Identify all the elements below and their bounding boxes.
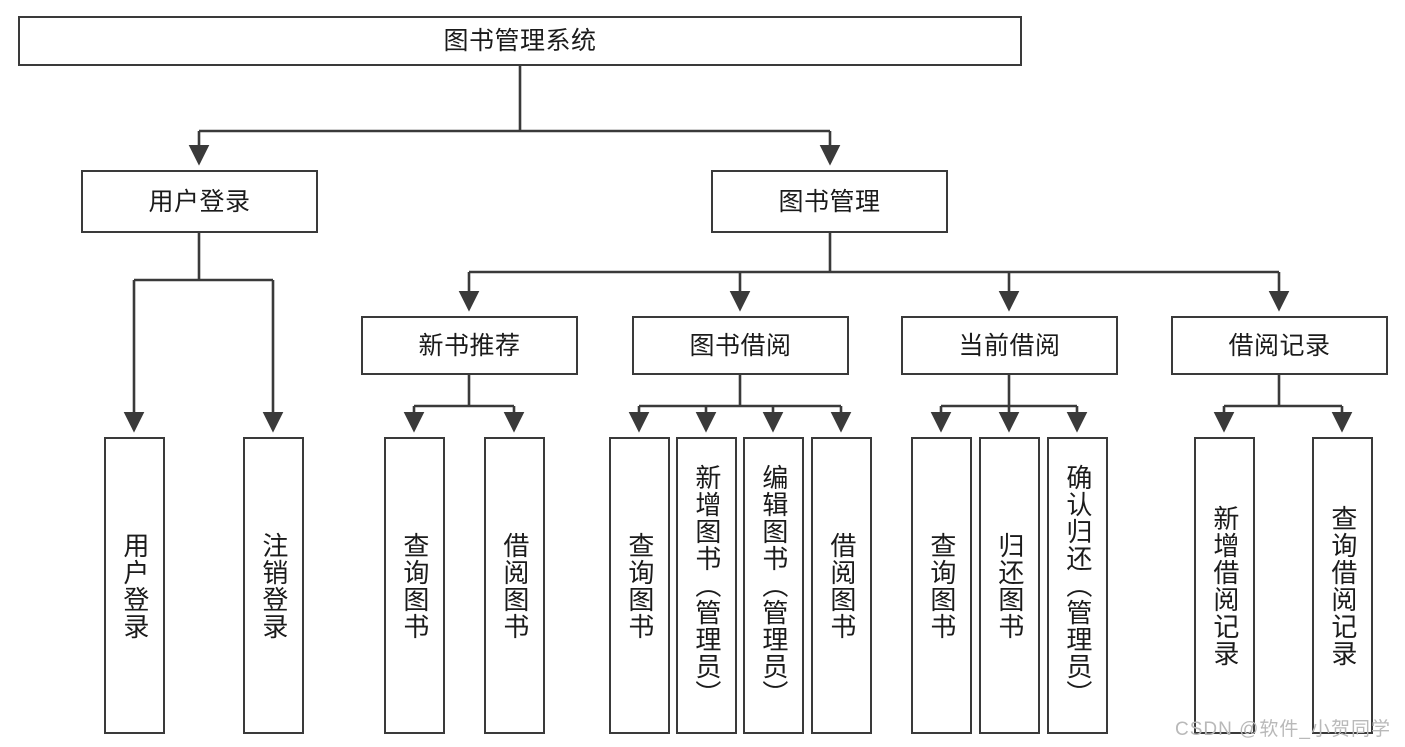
node-label: 用户登录	[148, 187, 251, 216]
node-label: 图书借阅	[689, 331, 792, 360]
leaf-query-book-current[interactable]: 查询图书	[911, 437, 972, 734]
leaf-borrow-book-new[interactable]: 借阅图书	[484, 437, 545, 734]
node-label: 新增借阅记录	[1209, 504, 1240, 667]
node-label: 编辑图书（管理员）	[758, 464, 789, 707]
node-label: 借阅图书	[499, 531, 530, 640]
node-label: 注销登录	[258, 531, 289, 640]
node-label: 图书管理	[778, 187, 881, 216]
csdn-watermark: CSDN @软件_小贺同学	[1175, 719, 1391, 740]
node-label: 新增图书（管理员）	[691, 464, 722, 707]
node-user-login[interactable]: 用户登录	[81, 170, 318, 233]
node-label: 借阅图书	[826, 531, 857, 640]
node-borrow-records[interactable]: 借阅记录	[1171, 316, 1388, 375]
node-label: 查询图书	[624, 531, 655, 640]
node-label: 新书推荐	[418, 331, 521, 360]
node-label: 当前借阅	[958, 331, 1061, 360]
node-label: 查询图书	[926, 531, 957, 640]
node-label: 图书管理系统	[443, 27, 597, 55]
node-book-management[interactable]: 图书管理	[711, 170, 948, 233]
node-book-borrow[interactable]: 图书借阅	[632, 316, 849, 375]
node-label: 用户登录	[119, 531, 150, 640]
leaf-add-book-admin[interactable]: 新增图书（管理员）	[676, 437, 737, 734]
node-new-book-recommend[interactable]: 新书推荐	[361, 316, 578, 375]
node-label: 查询借阅记录	[1327, 504, 1358, 667]
leaf-add-borrow-record[interactable]: 新增借阅记录	[1194, 437, 1255, 734]
leaf-edit-book-admin[interactable]: 编辑图书（管理员）	[743, 437, 804, 734]
node-current-borrow[interactable]: 当前借阅	[901, 316, 1118, 375]
leaf-query-book-borrow[interactable]: 查询图书	[609, 437, 670, 734]
node-label: 借阅记录	[1228, 331, 1331, 360]
node-label: 归还图书	[994, 531, 1025, 640]
leaf-confirm-return-admin[interactable]: 确认归还（管理员）	[1047, 437, 1108, 734]
leaf-logout[interactable]: 注销登录	[243, 437, 304, 734]
leaf-query-book-new[interactable]: 查询图书	[384, 437, 445, 734]
node-label: 确认归还（管理员）	[1062, 464, 1093, 707]
node-label: 查询图书	[399, 531, 430, 640]
leaf-return-book[interactable]: 归还图书	[979, 437, 1040, 734]
node-root-system[interactable]: 图书管理系统	[18, 16, 1022, 66]
leaf-user-login[interactable]: 用户登录	[104, 437, 165, 734]
leaf-borrow-book[interactable]: 借阅图书	[811, 437, 872, 734]
leaf-query-borrow-record[interactable]: 查询借阅记录	[1312, 437, 1373, 734]
